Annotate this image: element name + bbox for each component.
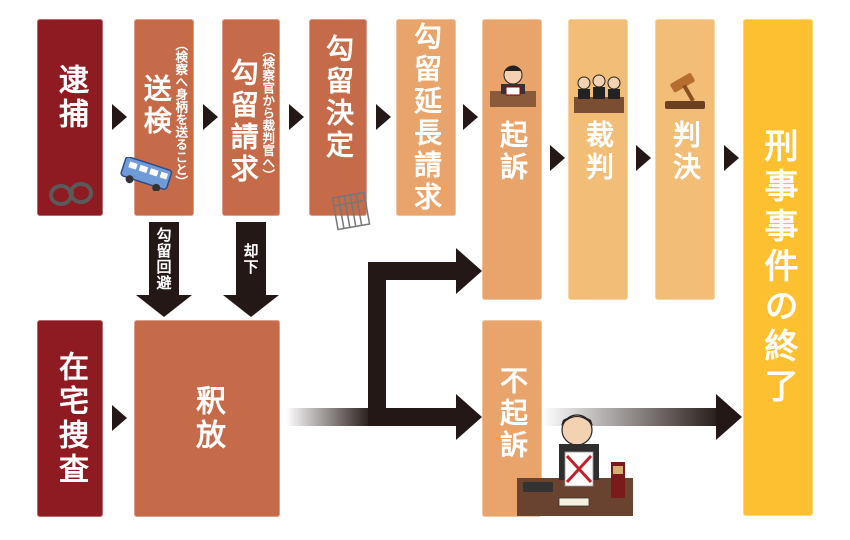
arrow-judgment-to-end xyxy=(724,145,739,171)
arrow-request-to-decision xyxy=(289,104,304,130)
case-end-box: 刑事事件の終了 xyxy=(743,19,813,516)
indictment-label: 起訴 xyxy=(496,119,529,184)
arrest-box: 逮捕 xyxy=(37,19,103,216)
avoid-detention-label: 勾留回避 xyxy=(154,227,173,291)
trial-label: 裁判 xyxy=(582,119,615,184)
home-investigation-label: 在宅捜査 xyxy=(53,350,88,487)
arrow-extension-to-indictment xyxy=(463,104,478,130)
police-bus-icon xyxy=(120,157,173,191)
arrow-indictment-to-trial xyxy=(550,145,565,171)
arrow-referral-to-request xyxy=(203,104,218,130)
trial-box: 裁判 xyxy=(568,19,628,300)
avoid-detention-arrow: 勾留回避 xyxy=(149,222,179,296)
extension-request-label: 勾留延長請求 xyxy=(410,21,443,214)
rejected-arrow: 却下 xyxy=(236,222,266,296)
prosecutor-icon xyxy=(490,65,536,107)
handcuffs-icon xyxy=(49,182,93,206)
detention-decision-label: 勾留決定 xyxy=(322,33,355,162)
home-investigation-box: 在宅捜査 xyxy=(37,320,103,517)
rejected-label: 却下 xyxy=(241,243,260,275)
arrow-trial-to-judgment xyxy=(636,145,651,171)
referral-box: （検察へ身柄を送ること） 送検 xyxy=(120,19,194,216)
detention-decision-box: 勾留決定 xyxy=(309,19,371,231)
detention-request-box: （検察官から裁判官へ） 勾留請求 xyxy=(222,19,280,216)
referral-note: （検察へ身柄を送ること） xyxy=(173,37,189,188)
avoid-detention-arrowhead xyxy=(136,295,192,317)
release-box: 釈放 xyxy=(134,320,280,517)
judges-panel-icon xyxy=(574,74,624,113)
detention-request-note: （検察官から裁判官へ） xyxy=(260,43,276,182)
extension-request-box: 勾留延長請求 xyxy=(396,19,456,216)
gavel-icon xyxy=(665,73,705,109)
arrow-arrest-to-referral xyxy=(112,104,127,130)
indictment-box: 起訴 xyxy=(482,19,542,300)
non-indictment-label: 不起訴 xyxy=(496,365,529,462)
detention-request-label: 勾留請求 xyxy=(226,57,260,186)
arrow-home-to-release xyxy=(112,405,127,431)
referral-label: 送検 xyxy=(139,73,173,138)
judgment-box: 判決 xyxy=(655,19,715,300)
rejected-arrowhead xyxy=(223,295,279,317)
prosecutor-with-document-icon xyxy=(517,414,633,516)
judgment-label: 判決 xyxy=(669,119,702,184)
arrow-decision-to-extension xyxy=(376,104,391,130)
arrest-label: 逮捕 xyxy=(53,63,88,132)
release-label: 釈放 xyxy=(190,384,225,453)
jail-bars-icon xyxy=(331,191,371,231)
case-end-label: 刑事事件の終了 xyxy=(758,127,798,408)
